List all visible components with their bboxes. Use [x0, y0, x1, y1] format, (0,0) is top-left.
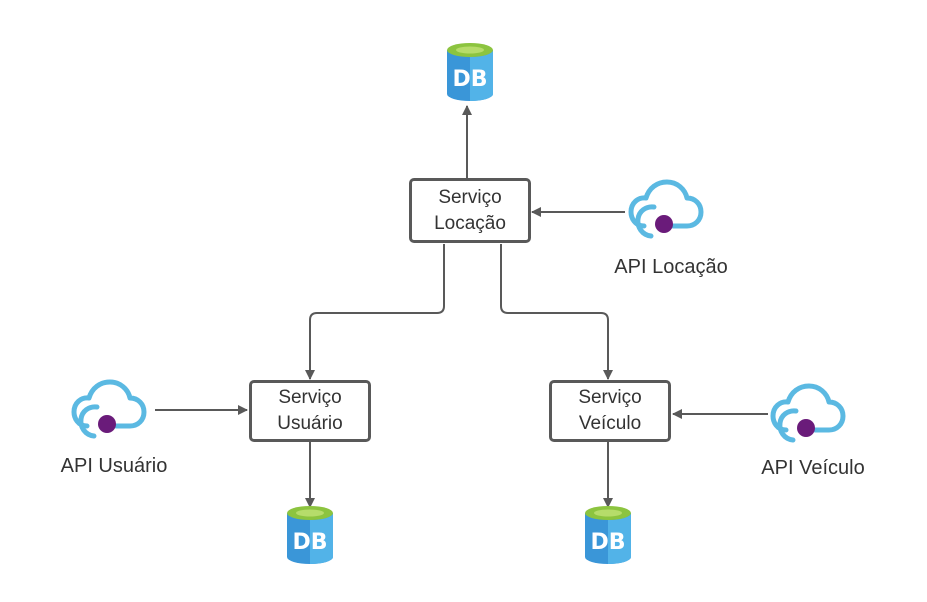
database-icon-locacao: DB — [447, 43, 493, 101]
connector-locacao-to-veiculo — [500, 244, 613, 380]
service-veiculo-box[interactable]: Serviço Veículo — [549, 380, 671, 442]
api-usuario-label: API Usuário — [60, 455, 168, 477]
cloud-api-icon-usuario — [74, 382, 144, 436]
connector-locacao-to-usuario — [305, 244, 445, 380]
db-label-veiculo: DB — [590, 530, 625, 555]
database-icon-usuario: DB — [287, 506, 333, 564]
cloud-api-icon-veiculo — [773, 386, 843, 440]
service-usuario-label: Serviço Usuário — [277, 387, 343, 434]
service-locacao-box[interactable]: Serviço Locação — [409, 178, 531, 243]
db-label-usuario: DB — [292, 530, 327, 555]
database-icon-veiculo: DB — [585, 506, 631, 564]
cloud-api-icon-locacao — [631, 182, 701, 236]
api-locacao-label: API Locação — [614, 256, 728, 278]
service-veiculo-label: Serviço Veículo — [578, 387, 642, 434]
service-usuario-box[interactable]: Serviço Usuário — [249, 380, 371, 442]
service-locacao-label: Serviço Locação — [434, 186, 506, 234]
api-veiculo-label: API Veículo — [761, 457, 865, 479]
db-label-locacao: DB — [452, 67, 487, 92]
